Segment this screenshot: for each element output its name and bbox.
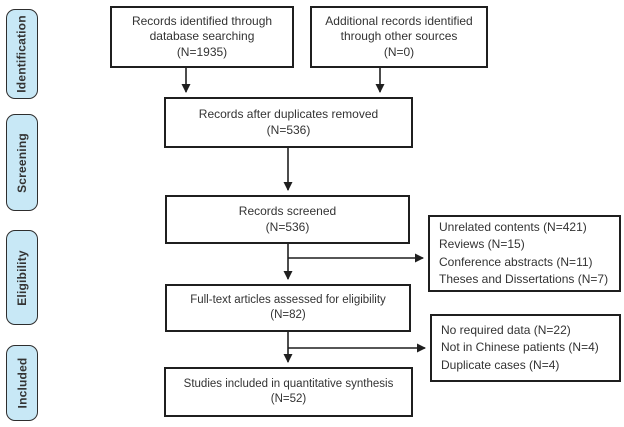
box-fulltext-eligibility: Full-text articles assessed for eligibil… [165, 284, 411, 332]
stage-label: Included [15, 357, 29, 409]
box-exclusions-screening: Unrelated contents (N=421) Reviews (N=15… [428, 215, 621, 292]
stage-label: Screening [15, 132, 30, 193]
box-records-other-sources: Additional records identified through ot… [310, 6, 488, 68]
text-line: Records screened [238, 204, 337, 218]
box-exclusions-fulltext: No required data (N=22) Not in Chinese p… [430, 314, 621, 382]
text-line: Full-text articles assessed for eligibil… [190, 293, 386, 306]
text-line: Duplicate cases (N=4) [441, 357, 560, 372]
text-line: (N=1935) [176, 44, 228, 59]
text-line: (N=0) [383, 44, 415, 59]
text-line: (N=82) [270, 309, 306, 321]
text-line: Records after duplicates removed [198, 107, 379, 121]
stage-eligibility: Eligibility [6, 230, 38, 325]
text-line: Studies included in quantitative synthes… [183, 377, 394, 390]
text-line: Reviews (N=15) [439, 237, 525, 251]
box-records-database-search: Records identified through database sear… [110, 6, 294, 68]
text-line: No required data (N=22) [441, 322, 571, 337]
stage-label: Identification [15, 15, 29, 93]
stage-identification: Identification [6, 9, 38, 99]
text-line: (N=536) [266, 122, 311, 137]
text-line: database searching [149, 29, 255, 44]
text-line: Records identified through [131, 13, 273, 28]
box-studies-included: Studies included in quantitative synthes… [164, 367, 413, 417]
text-line: Not in Chinese patients (N=4) [441, 340, 599, 355]
text-line: through other sources [340, 29, 458, 44]
text-line: Theses and Dissertations (N=7) [439, 272, 609, 286]
stage-screening: Screening [6, 114, 38, 211]
text-line: Conference abstracts (N=11) [439, 254, 593, 269]
box-records-after-duplicates: Records after duplicates removed (N=536) [164, 97, 413, 148]
text-line: (N=536) [265, 219, 310, 234]
text-line: Additional records identified [325, 13, 473, 28]
text-line: Unrelated contents (N=421) [439, 219, 587, 234]
text-line: (N=52) [270, 393, 307, 405]
stage-included: Included [6, 345, 38, 421]
stage-label: Eligibility [15, 249, 30, 306]
box-records-screened: Records screened (N=536) [165, 195, 410, 244]
